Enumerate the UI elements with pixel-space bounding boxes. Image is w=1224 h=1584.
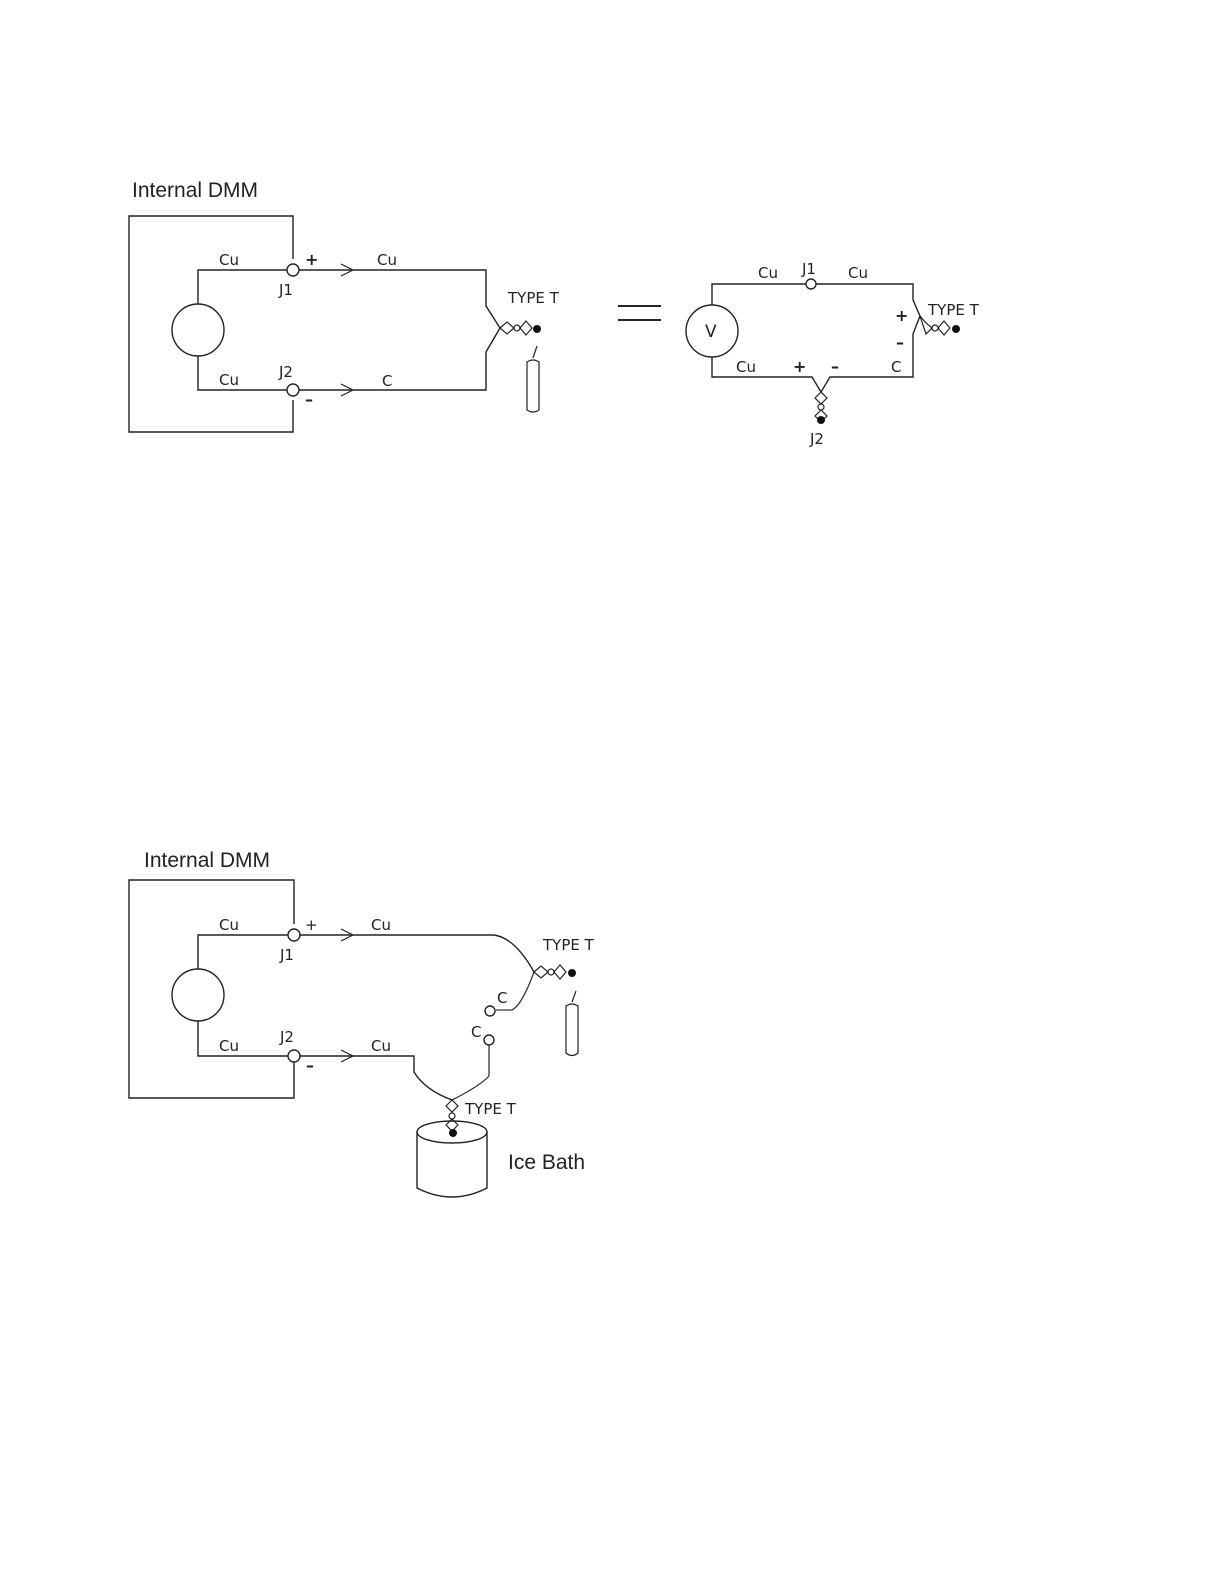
eq-label-type-t: TYPE T bbox=[927, 301, 980, 319]
label-j2-1: J2 bbox=[278, 363, 293, 381]
thermocouple-junction-2 bbox=[534, 965, 576, 979]
wire-c-1 bbox=[299, 328, 500, 390]
label-j1-1: J1 bbox=[278, 281, 293, 299]
eq-label-minus-bottom: – bbox=[831, 357, 839, 376]
eq-wire-bottom-right bbox=[821, 316, 920, 392]
label-j1-2: J1 bbox=[279, 946, 294, 964]
eq-label-plus-bottom: + bbox=[793, 357, 806, 376]
eq-label-j1: J1 bbox=[801, 260, 816, 278]
eq-terminal-j1 bbox=[806, 279, 816, 289]
label-cu-wire-bottom-2: Cu bbox=[371, 1037, 391, 1055]
terminal-j2-2 bbox=[288, 1050, 300, 1062]
terminal-j2-1 bbox=[287, 384, 299, 396]
wire-cu-top-2 bbox=[300, 935, 534, 972]
eq-label-cu-left: Cu bbox=[758, 264, 778, 282]
thermocouple-junction-1 bbox=[500, 321, 541, 335]
probe-2 bbox=[566, 991, 578, 1056]
wire-cu-bottom-2 bbox=[300, 1056, 452, 1100]
label-type-t-top-2: TYPE T bbox=[542, 936, 595, 954]
dmm-box-2 bbox=[129, 880, 294, 1098]
eq-label-c-bottom: C bbox=[891, 358, 901, 376]
label-minus-1: – bbox=[305, 390, 313, 409]
inner-wire-top-2 bbox=[198, 935, 288, 969]
label-v: V bbox=[705, 322, 717, 342]
eq-label-j2: J2 bbox=[809, 430, 824, 448]
dmm-title-2: Internal DMM bbox=[144, 849, 270, 872]
inner-wire-top-1 bbox=[198, 270, 287, 304]
dmm-title-1: Internal DMM bbox=[132, 179, 258, 202]
label-j2-2: J2 bbox=[279, 1028, 294, 1046]
label-type-t-1: TYPE T bbox=[507, 289, 560, 307]
label-cu-bottom-inner-1: Cu bbox=[219, 371, 239, 389]
label-plus-1: + bbox=[305, 250, 318, 269]
wire-c-lower-2 bbox=[452, 1045, 489, 1100]
probe-1 bbox=[527, 346, 539, 412]
voltmeter-1 bbox=[172, 304, 224, 356]
connector-c-upper bbox=[485, 1006, 495, 1016]
label-cu-wire-top-2: Cu bbox=[371, 916, 391, 934]
wire-cu-1 bbox=[299, 270, 500, 328]
label-c-wire-1: C bbox=[382, 372, 392, 390]
label-cu-top-inner-1: Cu bbox=[219, 251, 239, 269]
label-c-lower-2: C bbox=[471, 1023, 481, 1041]
eq-wire-top-left bbox=[712, 284, 806, 305]
diagram-2: Internal DMM bbox=[129, 849, 595, 1197]
eq-label-plus-right: + bbox=[895, 306, 908, 325]
equivalent-circuit: V Cu J1 Cu + – TYPE T Cu + – C J2 bbox=[686, 260, 980, 448]
connector-c-lower bbox=[484, 1035, 494, 1045]
label-type-t-bottom-2: TYPE T bbox=[464, 1100, 517, 1118]
eq-label-minus-right: – bbox=[896, 333, 904, 352]
eq-junction-j2 bbox=[815, 392, 827, 424]
inner-wire-bottom-1 bbox=[198, 356, 287, 390]
eq-label-cu-bottom: Cu bbox=[736, 358, 756, 376]
label-c-upper-2: C bbox=[497, 989, 507, 1007]
label-minus-2: – bbox=[306, 1056, 314, 1075]
inner-wire-bottom-2 bbox=[198, 1021, 288, 1056]
voltmeter-2 bbox=[172, 969, 224, 1021]
diagram-1: Internal DMM Cu Cu J1 J2 + bbox=[129, 179, 560, 432]
label-cu-wire-1: Cu bbox=[377, 251, 397, 269]
label-plus-2: + bbox=[305, 916, 318, 934]
label-cu-top-inner-2: Cu bbox=[219, 916, 239, 934]
equals-sign bbox=[618, 306, 661, 320]
dmm-box-1 bbox=[129, 216, 293, 432]
eq-label-cu-right: Cu bbox=[848, 264, 868, 282]
label-cu-bottom-inner-2: Cu bbox=[219, 1037, 239, 1055]
terminal-j1-1 bbox=[287, 264, 299, 276]
terminal-j1-2 bbox=[288, 929, 300, 941]
label-ice-bath: Ice Bath bbox=[508, 1151, 585, 1174]
ice-bath-junction bbox=[446, 1100, 458, 1137]
